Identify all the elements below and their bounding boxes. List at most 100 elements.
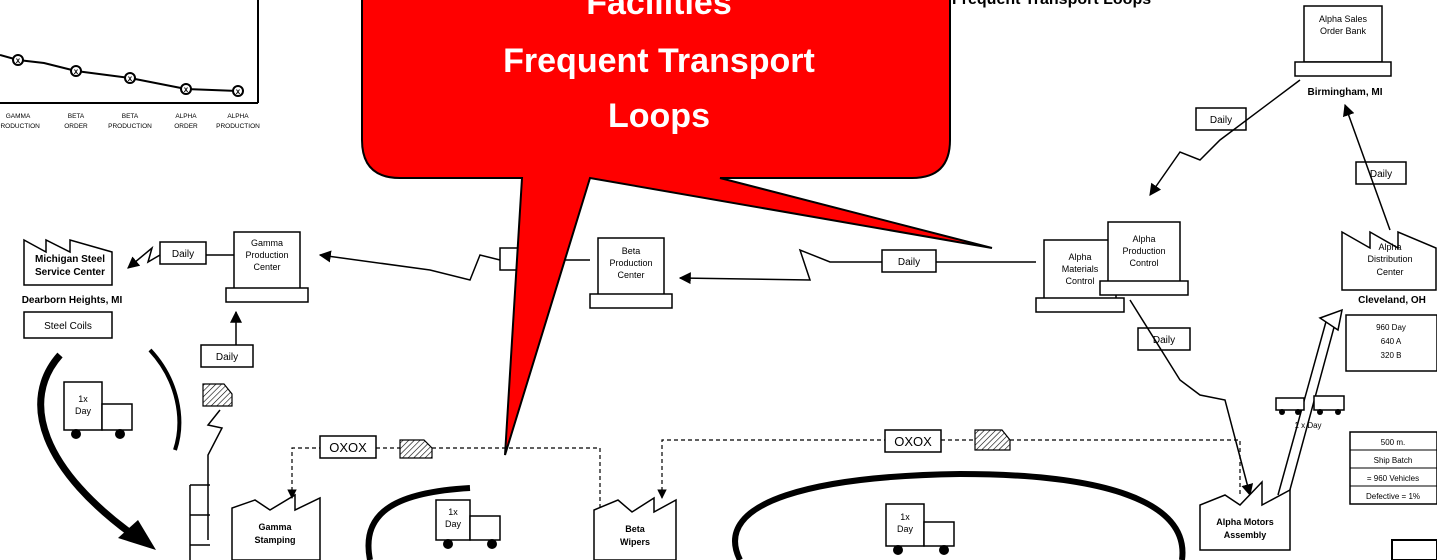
svg-text:Production: Production: [609, 258, 652, 268]
svg-text:Center: Center: [1376, 267, 1403, 277]
svg-text:x: x: [74, 67, 79, 76]
daily-box-right: Daily: [1356, 162, 1406, 184]
info-flow-beta-to-gamma: [320, 255, 500, 280]
chart-x-label: BETA: [122, 113, 139, 120]
svg-text:x: x: [236, 87, 241, 96]
alpha-sales-order-bank: Alpha Sales Order Bank: [1295, 6, 1391, 76]
svg-text:Beta: Beta: [625, 524, 646, 534]
info-flow-alpha-to-beta: [680, 250, 882, 280]
svg-text:Alpha Motors: Alpha Motors: [1216, 517, 1274, 527]
alpha-sales-label-1: Alpha Sales: [1319, 14, 1368, 24]
dashed-line-right-2: [1010, 440, 1240, 495]
svg-text:Control: Control: [1065, 276, 1094, 286]
truck-icon-left: 1x Day: [64, 382, 132, 439]
chart-x-label: ALPHA: [175, 113, 197, 120]
alpha-sales-label-2: Order Bank: [1320, 26, 1367, 36]
callout-line-1: Facilities: [586, 0, 732, 22]
dearborn-label: Dearborn Heights, MI: [22, 295, 123, 306]
chart-point: x: [181, 84, 191, 94]
svg-text:Beta: Beta: [622, 246, 641, 256]
truck-label: Day: [445, 519, 462, 529]
alpha-data-line: Defective = 1%: [1366, 492, 1420, 501]
chart-x-label: ALPHA: [227, 113, 249, 120]
svg-text:x: x: [16, 56, 21, 65]
cleveland-data-line: 640 A: [1381, 337, 1402, 346]
svg-text:Gamma: Gamma: [251, 238, 283, 248]
oxox-box-right: OXOX: [885, 430, 941, 452]
truck-icon-mid: 1x Day: [436, 500, 500, 549]
truck-label: 1x: [900, 512, 910, 522]
callout-line-3: Loops: [608, 97, 710, 135]
cleveland-data-line: 320 B: [1381, 351, 1402, 360]
beta-wipers: Beta Wipers: [594, 498, 676, 560]
svg-text:Production: Production: [245, 250, 288, 260]
alpha-distribution-center: Alpha Distribution Center: [1342, 232, 1436, 290]
daily-box-alpha-beta: Daily: [882, 250, 936, 272]
alpha-production-control: Alpha Production Control: [1100, 222, 1188, 295]
daily-label: Daily: [1370, 169, 1392, 180]
svg-text:Center: Center: [617, 270, 644, 280]
svg-text:Alpha: Alpha: [1132, 234, 1155, 244]
chart-x-labels: GAMMAPRODUCTIONBETAORDERBETAPRODUCTIONAL…: [0, 113, 260, 130]
chart-line: [0, 55, 238, 91]
daily-label: Daily: [172, 249, 194, 260]
svg-text:Distribution: Distribution: [1367, 254, 1412, 264]
info-flow-birmingham-to-alpha: [1150, 80, 1300, 195]
info-flow-to-stamping: [208, 410, 222, 540]
chart-inset: x x x x x GAMMAPRODUCTIONBETAORDERBETAPR…: [0, 0, 260, 130]
gamma-production-center: Gamma Production Center: [226, 232, 308, 302]
info-flow-gamma-to-steel: [128, 248, 160, 268]
oxox-label: OXOX: [894, 434, 932, 449]
callout-line-2: Frequent Transport: [503, 42, 815, 80]
svg-text:Stamping: Stamping: [254, 535, 295, 545]
steel-coils-box: Steel Coils: [24, 312, 112, 338]
daily-box-mid-right: Daily: [1138, 328, 1190, 350]
steel-coils-label: Steel Coils: [44, 321, 92, 332]
daily-label: Daily: [216, 352, 238, 363]
chart-x-label: PRODUCTION: [216, 123, 260, 130]
svg-text:Center: Center: [253, 262, 280, 272]
cleveland-label: Cleveland, OH: [1358, 295, 1426, 306]
oxox-label: OXOX: [329, 440, 367, 455]
chart-point: x: [125, 73, 135, 83]
gamma-stamping: Gamma Stamping: [232, 495, 320, 560]
svg-text:Materials: Materials: [1062, 264, 1099, 274]
svg-text:Control: Control: [1129, 258, 1158, 268]
michigan-steel-service-center: Michigan Steel Service Center: [24, 240, 112, 285]
truck-label: 1x: [78, 394, 88, 404]
kanban-icon: [400, 440, 432, 458]
svg-text:x: x: [128, 74, 133, 83]
truck-icon-right: 1x Day: [886, 504, 954, 555]
svg-text:x: x: [184, 85, 189, 94]
chart-point: x: [233, 86, 243, 96]
cleveland-data-line: 960 Day: [1376, 323, 1406, 332]
daily-label: Daily: [1153, 335, 1175, 346]
svg-text:Gamma: Gamma: [258, 522, 292, 532]
svg-text:Production: Production: [1122, 246, 1165, 256]
alpha-data-box: 500 m. Ship Batch = 960 Vehicles Defecti…: [1350, 432, 1437, 504]
chart-x-label: PRODUCTION: [108, 123, 152, 130]
truck-label: Day: [897, 524, 914, 534]
kanban-icon: [203, 384, 232, 406]
chart-x-label: BETA: [68, 113, 85, 120]
alpha-motors-assembly: Alpha Motors Assembly: [1200, 482, 1290, 550]
kanban-icon: [975, 430, 1010, 450]
svg-text:Wipers: Wipers: [620, 537, 650, 547]
alpha-data-line: = 960 Vehicles: [1367, 474, 1419, 483]
dashed-line-right: [662, 440, 885, 498]
chart-point: x: [71, 66, 81, 76]
beta-production-center: Beta Production Center: [590, 238, 672, 308]
svg-text:Service Center: Service Center: [35, 267, 105, 278]
loop-arrow-left-inner: [150, 350, 179, 450]
daily-label: Daily: [1210, 115, 1232, 126]
dashed-line-left: [292, 448, 320, 498]
header-fragment: Frequent Transport Loops: [952, 0, 1151, 8]
alpha-data-line: 500 m.: [1381, 438, 1405, 447]
chart-x-label: ORDER: [64, 123, 88, 130]
daily-box-gamma-steel: Daily: [160, 242, 206, 264]
svg-text:Alpha: Alpha: [1378, 242, 1401, 252]
svg-text:Assembly: Assembly: [1224, 530, 1267, 540]
svg-text:Michigan Steel: Michigan Steel: [35, 254, 105, 265]
svg-text:Alpha: Alpha: [1068, 252, 1091, 262]
